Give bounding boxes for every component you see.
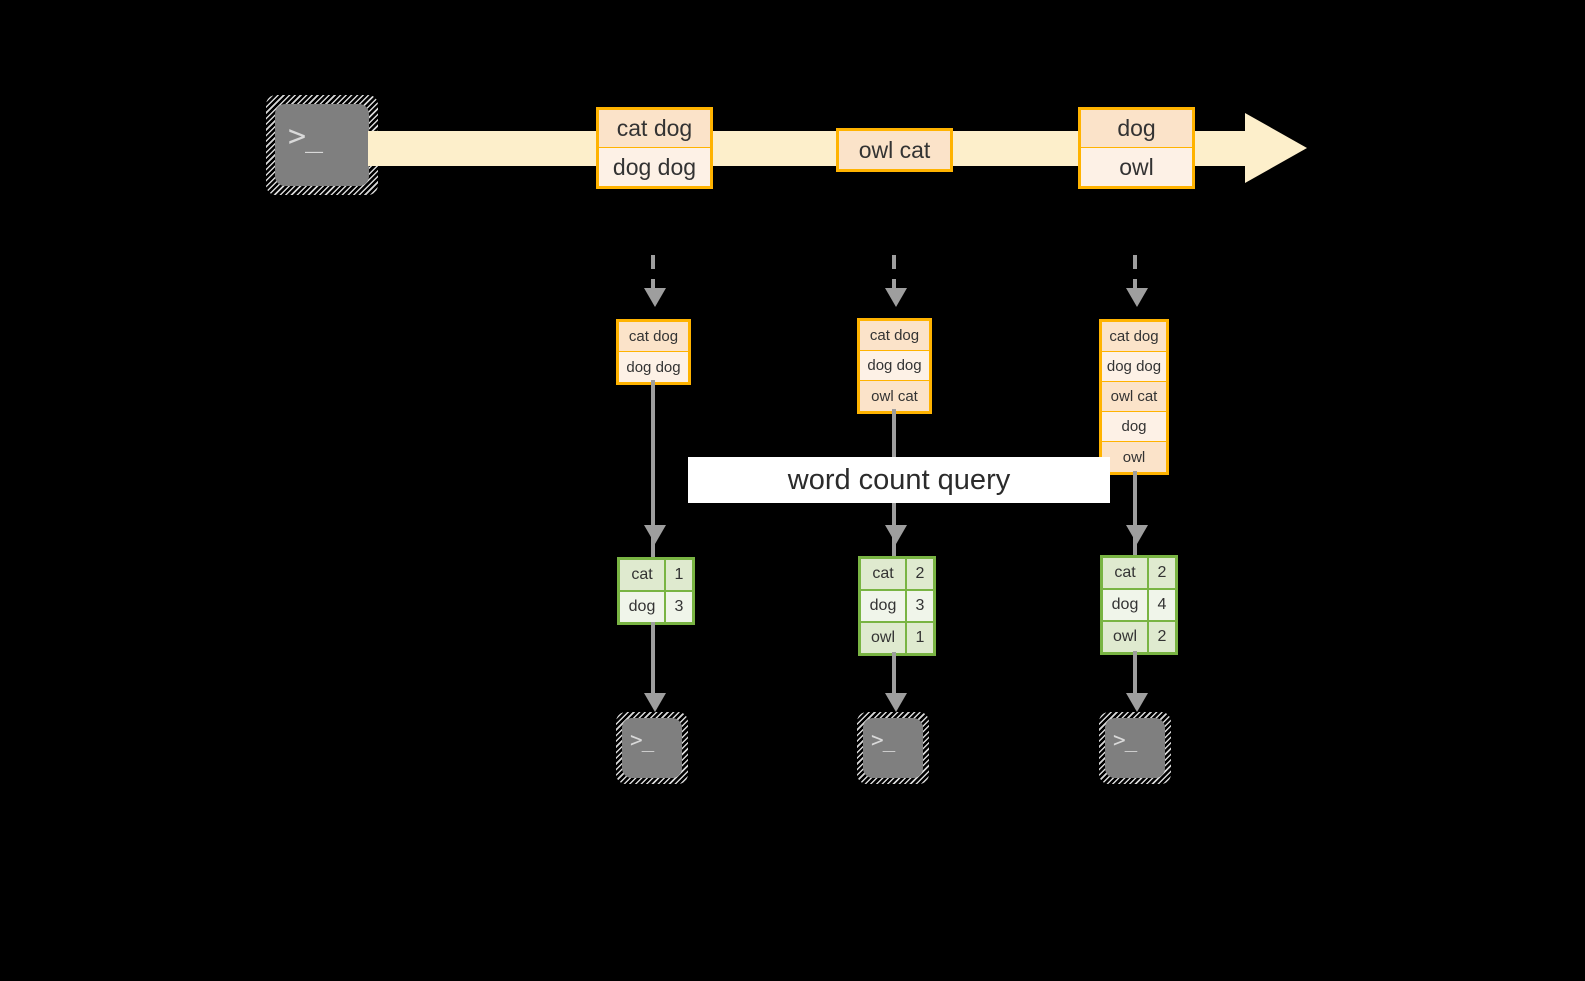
terminal-prompt-glyph: >_	[630, 728, 654, 752]
snapshot-row: cat dog	[1102, 322, 1166, 352]
stream-record: dog owl	[1078, 107, 1195, 189]
result-word: owl	[861, 623, 907, 653]
stream-record-line: dog	[1081, 110, 1192, 148]
table-row: dog 3	[861, 591, 933, 623]
result-table: cat 1 dog 3	[617, 557, 695, 625]
result-word: cat	[861, 559, 907, 589]
stream-arrow-head-icon	[1245, 113, 1307, 183]
result-count: 4	[1149, 590, 1175, 620]
sink-connector-line	[892, 652, 896, 700]
terminal-icon: >_	[1099, 712, 1171, 784]
query-connector-line	[1133, 471, 1137, 558]
table-row: cat 2	[861, 559, 933, 591]
table-row: dog 3	[620, 592, 692, 622]
snapshot-table: cat dog dog dog	[616, 319, 691, 385]
terminal-face	[275, 104, 369, 186]
snapshot-table: cat dog dog dog owl cat	[857, 318, 932, 414]
result-word: cat	[1103, 558, 1149, 588]
table-row: cat 1	[620, 560, 692, 592]
snapshot-tap-arrowhead-icon	[1126, 288, 1148, 307]
snapshot-row: dog	[1102, 412, 1166, 442]
query-connector-arrowhead-icon	[644, 525, 666, 544]
result-count: 2	[907, 559, 933, 589]
snapshot-row: owl cat	[1102, 382, 1166, 412]
snapshot-tap-line	[892, 255, 896, 293]
result-table: cat 2 dog 4 owl 2	[1100, 555, 1178, 655]
query-connector-arrowhead-icon	[885, 525, 907, 544]
stream-record-line: owl	[1081, 148, 1192, 186]
sink-connector-arrowhead-icon	[644, 693, 666, 712]
stream-record: cat dog dog dog	[596, 107, 713, 189]
query-connector-arrowhead-icon	[1126, 525, 1148, 544]
stream-record: owl cat	[836, 128, 953, 172]
result-count: 2	[1149, 558, 1175, 588]
table-row: owl 1	[861, 623, 933, 653]
result-count: 1	[666, 560, 692, 590]
result-word: dog	[620, 592, 666, 622]
result-word: dog	[1103, 590, 1149, 620]
sink-connector-arrowhead-icon	[1126, 693, 1148, 712]
table-row: cat 2	[1103, 558, 1175, 590]
result-count: 3	[666, 592, 692, 622]
stream-record-line: dog dog	[599, 148, 710, 186]
terminal-prompt-glyph: >_	[871, 728, 895, 752]
snapshot-row: dog dog	[1102, 352, 1166, 382]
terminal-face	[622, 718, 682, 778]
table-row: owl 2	[1103, 622, 1175, 652]
terminal-icon: >_	[857, 712, 929, 784]
snapshot-row: cat dog	[619, 322, 688, 352]
terminal-face	[863, 718, 923, 778]
snapshot-row: dog dog	[860, 351, 929, 381]
sink-connector-line	[1133, 651, 1137, 700]
result-table: cat 2 dog 3 owl 1	[858, 556, 936, 656]
query-connector-line	[651, 380, 655, 558]
result-count: 3	[907, 591, 933, 621]
snapshot-row: dog dog	[619, 352, 688, 382]
result-count: 1	[907, 623, 933, 653]
snapshot-tap-line	[1133, 255, 1137, 293]
result-word: cat	[620, 560, 666, 590]
stream-record-line: cat dog	[599, 110, 710, 148]
result-count: 2	[1149, 622, 1175, 652]
snapshot-row: owl	[1102, 442, 1166, 472]
query-label-band	[688, 457, 1110, 503]
terminal-face	[1105, 718, 1165, 778]
result-word: owl	[1103, 622, 1149, 652]
terminal-icon: >_	[266, 95, 378, 195]
terminal-prompt-glyph: >_	[1113, 728, 1137, 752]
terminal-icon: >_	[616, 712, 688, 784]
snapshot-tap-arrowhead-icon	[644, 288, 666, 307]
snapshot-table: cat dog dog dog owl cat dog owl	[1099, 319, 1169, 475]
terminal-prompt-glyph: >_	[288, 119, 323, 154]
snapshot-tap-line	[651, 255, 655, 293]
snapshot-row: owl cat	[860, 381, 929, 411]
result-word: dog	[861, 591, 907, 621]
table-row: dog 4	[1103, 590, 1175, 622]
sink-connector-line	[651, 622, 655, 700]
query-label: word count query	[787, 463, 1011, 496]
sink-connector-arrowhead-icon	[885, 693, 907, 712]
stream-record-line: owl cat	[839, 131, 950, 169]
snapshot-row: cat dog	[860, 321, 929, 351]
snapshot-tap-arrowhead-icon	[885, 288, 907, 307]
